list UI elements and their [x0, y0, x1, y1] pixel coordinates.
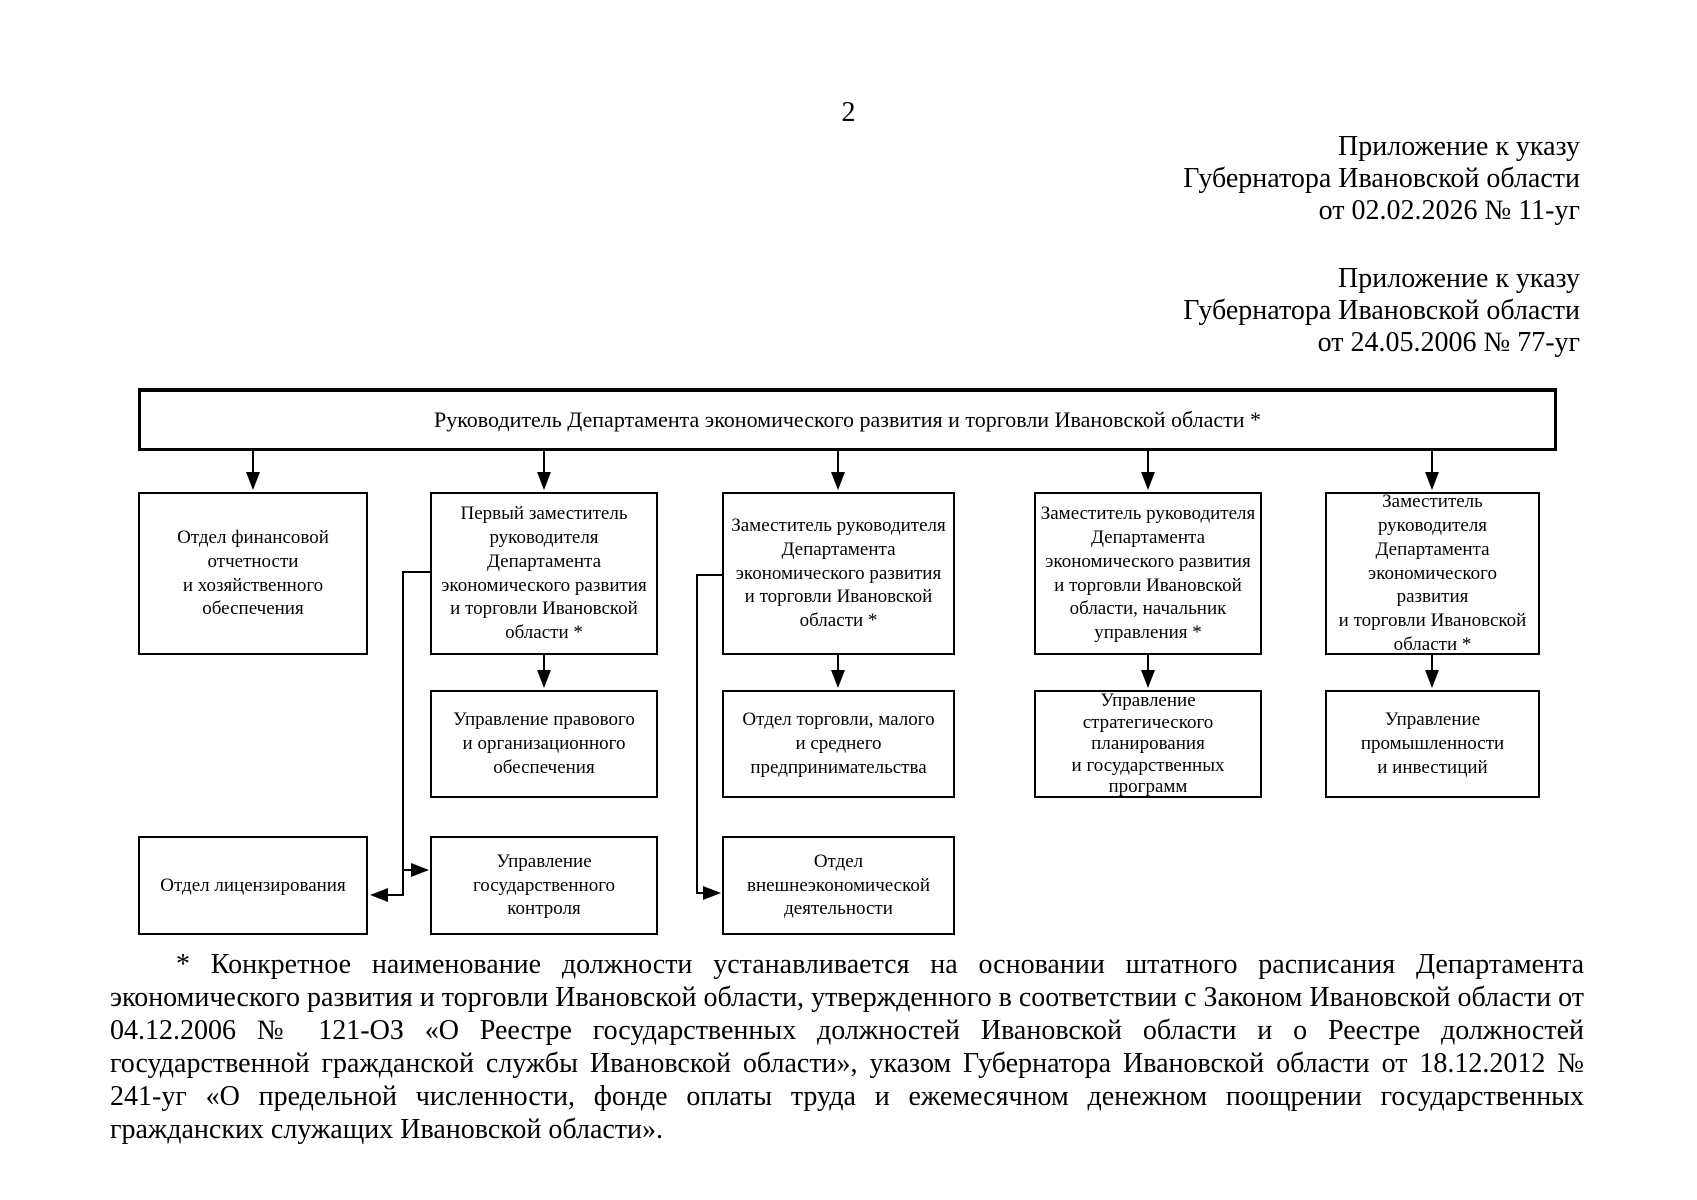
page-number: 2: [841, 97, 856, 128]
org-box-industry-investment-division: Управление промышленности и инвестиций: [1325, 690, 1540, 798]
org-box-legal-division-label: Управление правового и организационного …: [453, 709, 635, 778]
org-box-industry-investment-division-label: Управление промышленности и инвестиций: [1360, 709, 1505, 778]
org-box-deputy-industry: Заместитель руководителя Департамента эк…: [1325, 490, 1540, 656]
org-box-deputy-trade-label: Заместитель руководителя Департамента эк…: [731, 514, 946, 632]
org-box-deputy-trade: Заместитель руководителя Департамента эк…: [722, 492, 955, 655]
org-box-deputy-industry-label: Заместитель руководителя Департамента эк…: [1338, 490, 1527, 656]
org-box-foreign-economic-dept: Отдел внешнеэкономической деятельности: [722, 836, 955, 935]
footnote: * Конкретное наименование должности уста…: [110, 949, 1584, 1145]
org-box-foreign-economic-dept-label: Отдел внешнеэкономической деятельности: [746, 850, 931, 920]
org-box-deputy-head-of-division: Заместитель руководителя Департамента эк…: [1034, 492, 1262, 655]
org-box-first-deputy: Первый заместитель руководителя Департам…: [430, 492, 658, 655]
annex-2-line-1: Приложение к указу: [1338, 263, 1580, 294]
org-box-trade-division: Отдел торговли, малого и среднего предпр…: [722, 690, 955, 798]
annex-1-line-3: от 02.02.2026 № 11-уг: [1318, 195, 1580, 226]
annex-2-line-3: от 24.05.2006 № 77-уг: [1317, 327, 1580, 358]
org-box-legal-division: Управление правового и организационного …: [430, 690, 658, 798]
org-box-licensing-dept-label: Отдел лицензирования: [160, 874, 346, 896]
annex-2-line-2: Губернатора Ивановской области: [1183, 295, 1580, 326]
org-box-first-deputy-label: Первый заместитель руководителя Департам…: [441, 502, 647, 644]
annex-1-line-1: Приложение к указу: [1338, 131, 1580, 162]
org-box-strategic-planning-division-label: Управление стратегического планирования …: [1071, 689, 1225, 798]
org-box-strategic-planning-division: Управление стратегического планирования …: [1034, 690, 1262, 798]
annex-note-2: Приложение к указу Губернатора Ивановско…: [880, 263, 1580, 359]
org-box-finance-dept: Отдел финансовой отчетности и хозяйствен…: [138, 492, 368, 655]
annex-1-line-2: Губернатора Ивановской области: [1183, 163, 1580, 194]
org-box-deputy-head-of-division-label: Заместитель руководителя Департамента эк…: [1040, 502, 1256, 644]
org-box-licensing-dept: Отдел лицензирования: [138, 836, 368, 935]
connector-deputy-trade-to-foreign-economic: [696, 574, 722, 900]
org-box-department-head: Руководитель Департамента экономического…: [138, 388, 1557, 451]
annex-note-1: Приложение к указу Губернатора Ивановско…: [880, 131, 1580, 227]
org-box-trade-division-label: Отдел торговли, малого и среднего предпр…: [742, 709, 935, 778]
org-box-finance-dept-label: Отдел финансовой отчетности и хозяйствен…: [177, 526, 329, 620]
org-box-state-control-division: Управление государственного контроля: [430, 836, 658, 935]
connector-first-deputy-to-licensing: [370, 571, 430, 902]
org-box-department-head-label: Руководитель Департамента экономического…: [433, 407, 1262, 433]
org-box-state-control-division-label: Управление государственного контроля: [472, 850, 616, 920]
